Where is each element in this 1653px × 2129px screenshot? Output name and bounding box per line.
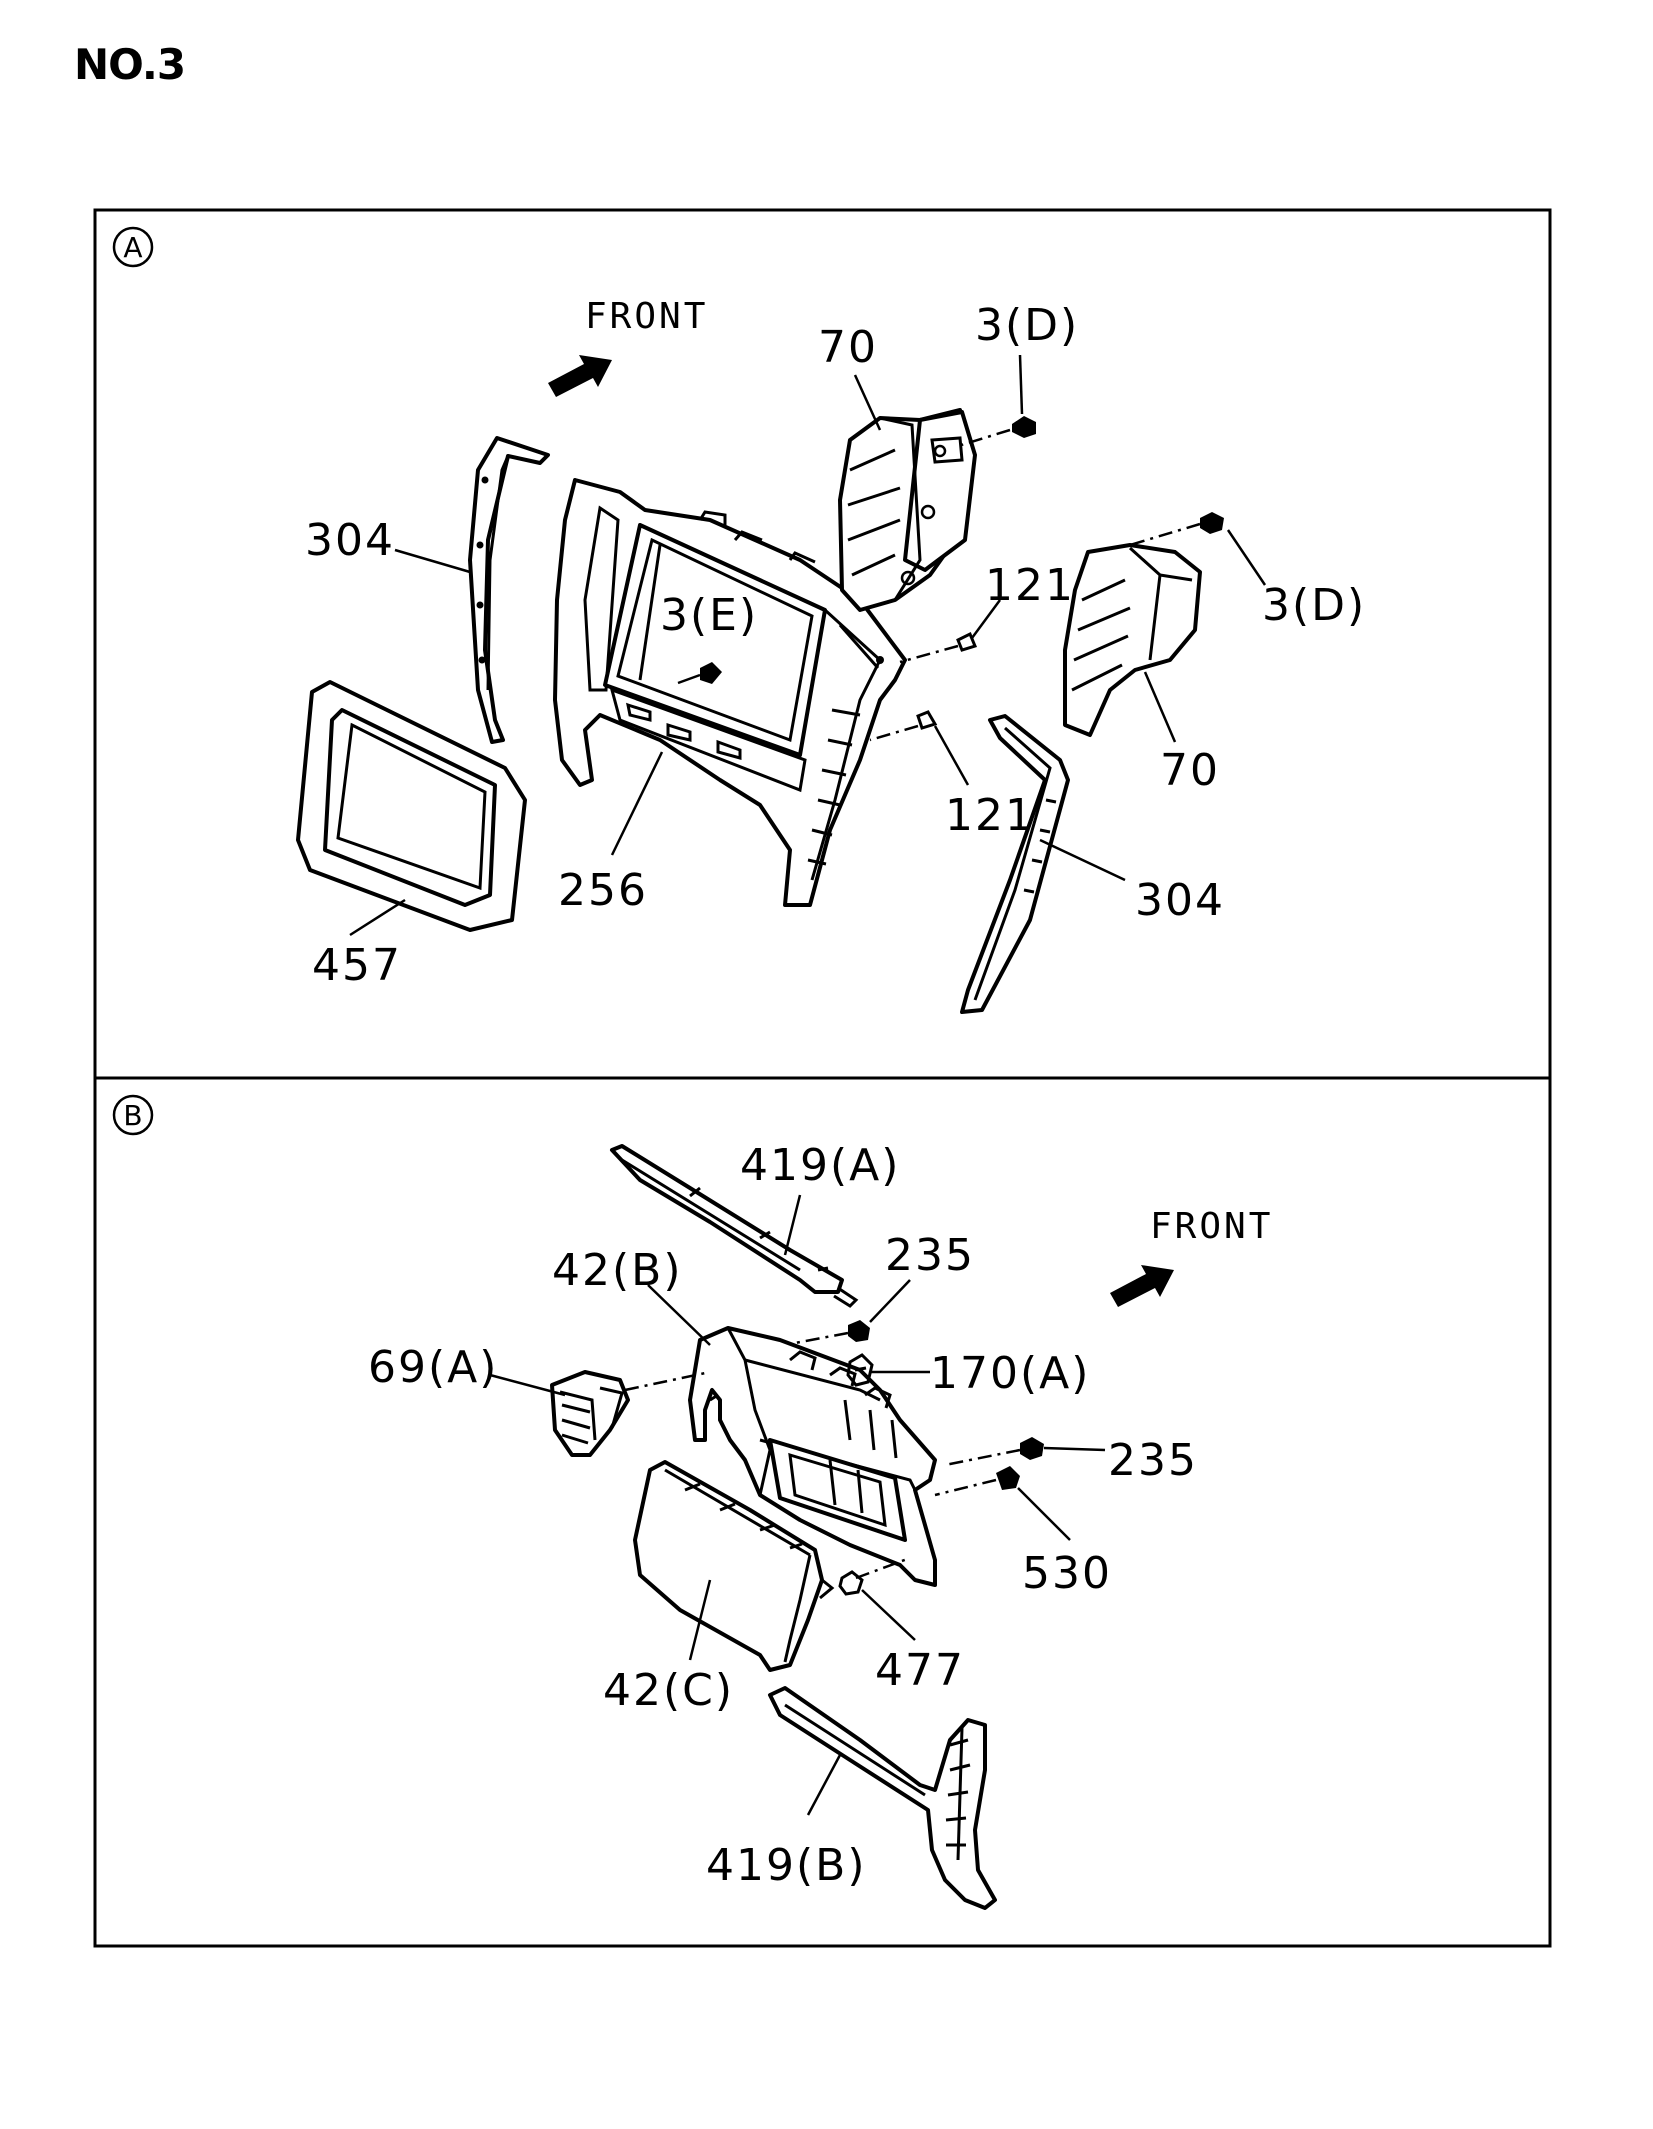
- label-419a: 419(A): [740, 1140, 900, 1191]
- leader-304-right: [1039, 838, 1126, 882]
- part-3d-upper-bolt: [957, 416, 1036, 448]
- label-170a: 170(A): [930, 1348, 1090, 1399]
- part-457-frame: [296, 680, 527, 932]
- label-235-upper: 235: [885, 1230, 975, 1281]
- label-3e: 3(E): [660, 590, 758, 641]
- panel-a-front-label: FRONT: [585, 296, 708, 337]
- panel-b-marker: B: [123, 1099, 142, 1132]
- label-70-upper: 70: [818, 322, 878, 373]
- panel-b-front-label: FRONT: [1150, 1206, 1273, 1247]
- label-42b: 42(B): [552, 1245, 683, 1296]
- part-121-lower-clip: [869, 710, 938, 742]
- label-256: 256: [558, 865, 648, 916]
- label-121-upper: 121: [985, 560, 1075, 611]
- leader-3d-upper: [1018, 354, 1024, 415]
- label-42c: 42(C): [603, 1665, 734, 1716]
- front-arrow-icon: [1110, 1265, 1174, 1307]
- leader-530: [1017, 1487, 1071, 1541]
- panel-a: A FRONT: [93, 208, 1552, 1080]
- label-70-lower: 70: [1160, 745, 1220, 796]
- label-3d-lower: 3(D): [1262, 580, 1366, 631]
- label-69a: 69(A): [368, 1342, 498, 1393]
- part-530-clip: [934, 1466, 1020, 1497]
- part-3d-lower-bolt: [1129, 512, 1224, 547]
- leader-457: [349, 898, 406, 937]
- part-70-lower-vent: [1063, 543, 1202, 737]
- label-121-lower: 121: [945, 790, 1035, 841]
- leader-256: [610, 751, 664, 856]
- leader-419b: [806, 1754, 842, 1816]
- part-304-left: [468, 436, 550, 744]
- label-419b: 419(B): [706, 1840, 867, 1891]
- part-477-pin: [838, 1556, 911, 1596]
- label-457: 457: [312, 940, 402, 991]
- leader-70-lower: [1143, 671, 1177, 743]
- part-256-center-bezel: [553, 478, 907, 907]
- label-530: 530: [1022, 1548, 1112, 1599]
- panel-a-marker: A: [123, 231, 142, 264]
- part-121-upper-clip: [899, 631, 978, 664]
- leader-235-lower: [1043, 1446, 1106, 1452]
- leader-3d-lower: [1226, 529, 1267, 586]
- leader-304-left: [394, 548, 471, 574]
- leader-70-upper: [853, 374, 882, 431]
- panel-b-frame: [93, 1076, 1552, 1948]
- leader-121-lower: [933, 725, 970, 786]
- leader-69a: [489, 1373, 566, 1397]
- part-69a-duct: [550, 1370, 711, 1457]
- leader-42c: [688, 1579, 712, 1661]
- part-170a-clip: [846, 1353, 874, 1387]
- page-title: NO.3: [74, 40, 186, 89]
- panel-b-marker-circle: [112, 1094, 154, 1136]
- leader-419a: [783, 1194, 802, 1256]
- front-arrow-icon: [548, 355, 612, 397]
- part-235-lower-screw: [944, 1437, 1044, 1467]
- part-70-upper-vent: [838, 408, 977, 612]
- label-477: 477: [875, 1645, 965, 1696]
- leader-42b: [647, 1284, 711, 1346]
- part-3e-bolt: [677, 662, 722, 685]
- leader-121-upper: [970, 599, 1002, 639]
- part-235-upper-screw: [794, 1320, 870, 1345]
- part-419a-upper-trim: [610, 1144, 859, 1308]
- panel-b: B FRONT: [93, 1076, 1552, 1948]
- label-304-right: 304: [1135, 875, 1225, 926]
- part-42c-lid: [633, 1460, 835, 1672]
- part-419b-lower-trim: [768, 1686, 997, 1910]
- leader-477: [861, 1589, 916, 1641]
- leader-235-upper: [869, 1279, 911, 1323]
- panel-a-marker-circle: [112, 226, 154, 268]
- label-3d-upper: 3(D): [975, 300, 1079, 351]
- label-235-lower: 235: [1108, 1435, 1198, 1486]
- part-304-right: [960, 714, 1070, 1014]
- label-304-left: 304: [305, 515, 395, 566]
